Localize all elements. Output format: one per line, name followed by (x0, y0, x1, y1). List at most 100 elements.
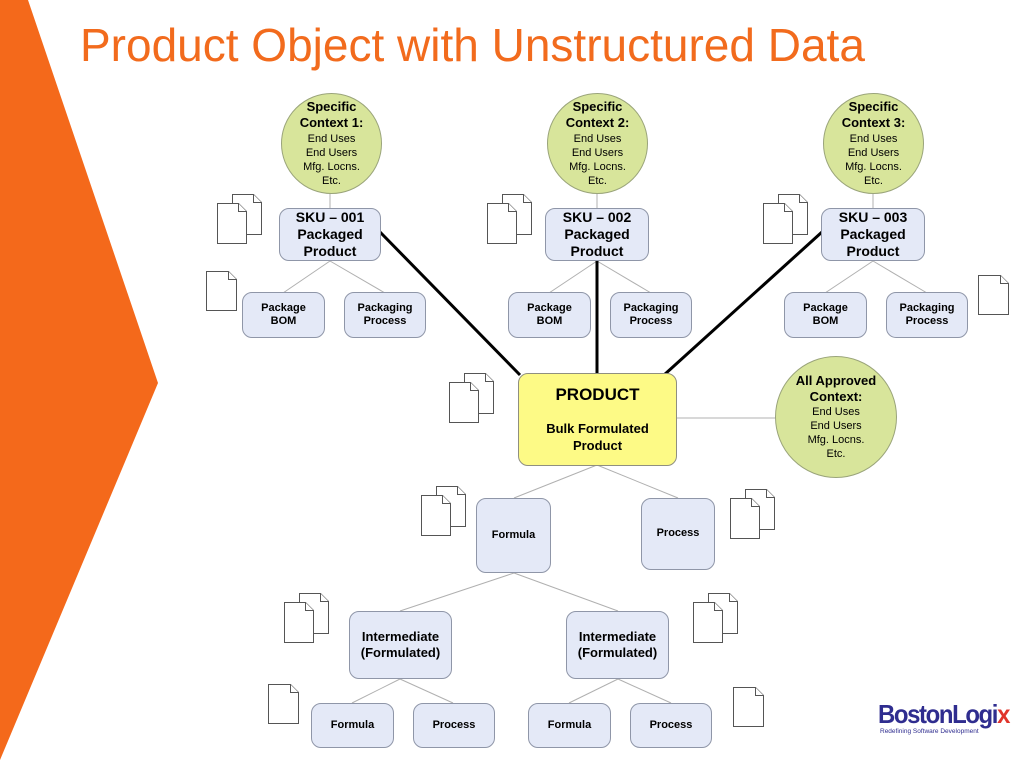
page-title: Product Object with Unstructured Data (80, 19, 865, 71)
context-item: End Uses (573, 132, 622, 145)
sku-label: SKU – 001 (295, 208, 365, 225)
context-item: Etc. (588, 174, 607, 187)
context-item: Etc. (826, 448, 846, 461)
connector-sku1-process (329, 260, 386, 294)
document-stack-icon (449, 373, 494, 423)
connector-intermediate2-process (617, 678, 672, 704)
connector-sku3-product (662, 230, 824, 377)
package-bom-box-1: Package BOM (242, 292, 325, 338)
connector-sku1-product (378, 230, 522, 377)
connector-formula-intermediate1 (399, 572, 515, 612)
context-item: Mfg. Locns. (845, 160, 902, 173)
sku-label: SKU – 002 (562, 208, 632, 225)
packaging-process-box-3: Packaging Process (886, 292, 968, 338)
sku-003-box: SKU – 003 Packaged Product (821, 208, 925, 261)
orange-chevron-shape (0, 0, 158, 760)
approved-context-circle: All Approved Context: End Uses End Users… (775, 356, 897, 478)
formula-box-left: Formula (311, 703, 394, 748)
context-item: Mfg. Locns. (807, 434, 865, 447)
box-label: Packaging (357, 301, 413, 314)
logo-tagline: Redefining Software Development (880, 728, 979, 735)
sku-label: Product (846, 243, 900, 260)
connector-product-process (596, 464, 679, 499)
box-label: Package (803, 301, 848, 314)
sku-label: Product (570, 243, 624, 260)
packaging-process-box-1: Packaging Process (344, 292, 426, 338)
connector-formula-intermediate2 (513, 572, 619, 612)
box-label: BOM (812, 315, 839, 327)
sku-label: Packaged (840, 225, 906, 242)
context-item: End Users (810, 420, 862, 433)
document-stack-icon (217, 194, 262, 244)
logo-name-main: BostonLogi (878, 699, 998, 729)
box-label: Process (363, 315, 407, 327)
document-stack-icon (421, 486, 466, 536)
box-label: Process (649, 718, 693, 731)
logo-name: BostonLogix (878, 699, 1010, 729)
connector-intermediate1-process (399, 678, 454, 704)
document-icon (268, 684, 299, 724)
box-label: Process (629, 315, 673, 327)
sku-002-box: SKU – 002 Packaged Product (545, 208, 649, 261)
connector-sku3-process (872, 260, 928, 294)
connector-sku2-process (596, 260, 652, 294)
formula-box: Formula (476, 498, 551, 573)
box-label: Process (656, 527, 700, 540)
document-stack-icon (730, 489, 775, 539)
sku-label: SKU – 003 (838, 208, 908, 225)
document-icon (733, 687, 764, 727)
sku-001-box: SKU – 001 Packaged Product (279, 208, 381, 261)
context-circle-1: Specific Context 1: End Uses End Users M… (281, 93, 382, 194)
context-item: End Uses (812, 406, 860, 419)
context-heading: All Approved (795, 372, 877, 388)
document-stack-icon (693, 593, 738, 643)
box-label: Package (527, 301, 572, 314)
context-item: End Uses (307, 132, 356, 145)
box-label: Formula (547, 718, 592, 731)
box-label: Intermediate (361, 629, 440, 645)
sku-label: Packaged (297, 225, 363, 242)
context-item: End Users (305, 146, 358, 159)
product-box: PRODUCT Bulk Formulated Product (518, 373, 677, 466)
context-item: End Users (571, 146, 624, 159)
package-bom-box-2: Package BOM (508, 292, 591, 338)
box-label: BOM (536, 315, 563, 327)
box-label: Formula (330, 718, 375, 731)
context-item: End Users (847, 146, 900, 159)
box-label: BOM (270, 315, 297, 327)
context-circle-2: Specific Context 2: End Uses End Users M… (547, 93, 648, 194)
box-label: (Formulated) (360, 645, 441, 660)
document-stack-icon (487, 194, 532, 244)
intermediate-box-1: Intermediate (Formulated) (349, 611, 452, 679)
context-heading: Context 2: (565, 115, 630, 131)
sku-label: Packaged (564, 225, 630, 242)
connector-intermediate2-formula (568, 678, 619, 704)
context-heading: Context 3: (841, 115, 906, 131)
context-heading: Specific (848, 99, 899, 115)
document-stack-icon (763, 194, 808, 244)
connector-sku3-bom (824, 260, 874, 294)
box-label: Packaging (623, 301, 679, 314)
context-item: Etc. (322, 174, 341, 187)
box-label: Process (432, 718, 476, 731)
context-item: Mfg. Locns. (569, 160, 626, 173)
product-subtitle: Product (572, 437, 623, 453)
context-heading: Context: (809, 388, 863, 404)
context-heading: Specific (306, 99, 357, 115)
context-circle-3: Specific Context 3: End Uses End Users M… (823, 93, 924, 194)
box-label: Formula (491, 528, 536, 541)
connector-sku2-bom (548, 260, 598, 294)
context-heading: Specific (572, 99, 623, 115)
box-label: Packaging (899, 301, 955, 314)
document-icon (978, 275, 1009, 315)
formula-box-right: Formula (528, 703, 611, 748)
box-label: Process (905, 315, 949, 327)
logo-name-accent: x (997, 699, 1010, 729)
connector-product-formula (513, 464, 598, 499)
box-label: (Formulated) (577, 645, 658, 660)
package-bom-box-3: Package BOM (784, 292, 867, 338)
context-item: End Uses (849, 132, 898, 145)
box-label: Intermediate (578, 629, 657, 645)
